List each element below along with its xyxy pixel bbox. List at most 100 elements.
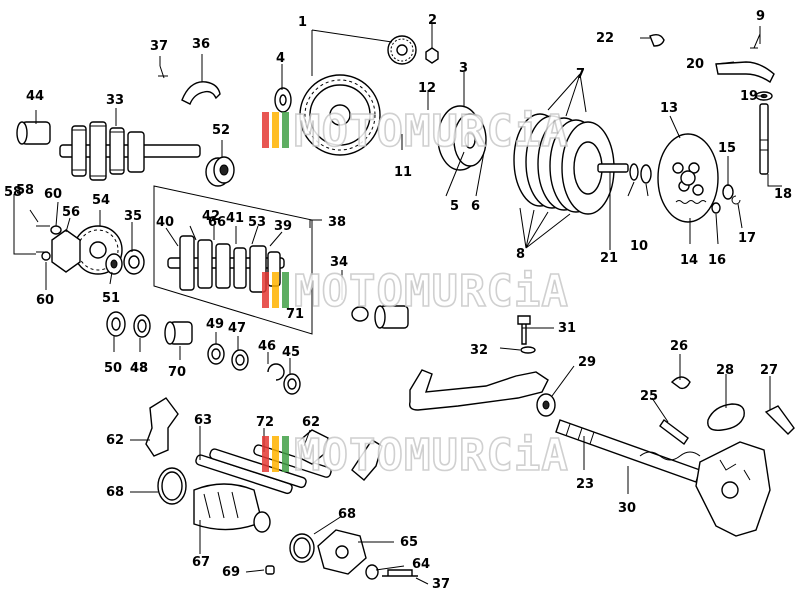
part-number-labels: 1 2 3 4 5 6 7 8 9 10 11 12 13 14 15 16 1… bbox=[4, 9, 792, 592]
part-label: 41 bbox=[226, 211, 244, 226]
part-needle-bearing bbox=[16, 121, 51, 145]
part-clutch-plates bbox=[513, 113, 615, 215]
part-oring-68b bbox=[289, 533, 315, 563]
part-clip-26 bbox=[670, 376, 691, 390]
part-label: 47 bbox=[228, 321, 246, 336]
part-shift-fork-left bbox=[145, 397, 179, 457]
part-bushing-34 bbox=[374, 305, 409, 329]
part-label: 49 bbox=[206, 317, 224, 332]
watermark-stripe-yellow bbox=[272, 272, 279, 308]
part-label: 50 bbox=[104, 361, 122, 376]
part-bolt-small bbox=[158, 65, 168, 79]
part-label: 62 bbox=[106, 433, 124, 448]
part-pushrod-center bbox=[597, 163, 629, 173]
part-ring-45 bbox=[283, 373, 301, 395]
part-label: 69 bbox=[222, 565, 240, 580]
watermark-middle: MOTOMURCiA bbox=[262, 265, 569, 318]
part-plate-28 bbox=[707, 403, 745, 431]
part-label: 21 bbox=[600, 251, 618, 266]
part-shift-fork-right bbox=[297, 429, 329, 465]
part-shift-drum bbox=[193, 483, 271, 533]
part-label: 51 bbox=[102, 291, 120, 306]
watermark-stripe-yellow bbox=[272, 112, 279, 148]
watermark-stripe-yellow bbox=[272, 436, 279, 472]
part-pressure-plate bbox=[657, 133, 719, 223]
part-label: 58 bbox=[16, 183, 34, 198]
part-label: 28 bbox=[716, 363, 734, 378]
part-label: 45 bbox=[282, 345, 300, 360]
part-label: 39 bbox=[274, 219, 292, 234]
leader-lines bbox=[13, 24, 782, 585]
part-kick-seal bbox=[536, 393, 556, 417]
watermark-stripe-green bbox=[282, 112, 289, 148]
part-label: 54 bbox=[92, 193, 110, 208]
part-label: 36 bbox=[192, 37, 210, 52]
part-label: 18 bbox=[774, 187, 792, 202]
parts-layer bbox=[16, 33, 795, 580]
part-label: 8 bbox=[516, 247, 525, 262]
watermark-stripe-red bbox=[262, 272, 269, 308]
part-assembly-frame bbox=[153, 185, 313, 335]
part-springs bbox=[675, 200, 707, 204]
part-shift-star bbox=[317, 529, 367, 575]
part-countershaft-assembly bbox=[167, 235, 285, 293]
part-circlip-46 bbox=[267, 363, 285, 381]
part-label: 14 bbox=[680, 253, 698, 268]
part-label: 42 bbox=[202, 209, 220, 224]
part-label: 56 bbox=[62, 205, 80, 220]
part-clutch-lever bbox=[715, 61, 775, 84]
watermark-stripe-red bbox=[262, 436, 269, 472]
part-label: 53 bbox=[248, 215, 266, 230]
part-ball-bearing bbox=[205, 156, 235, 187]
part-bolt-27 bbox=[764, 405, 795, 435]
part-label: 2 bbox=[428, 13, 437, 28]
part-bolt-37b bbox=[382, 569, 418, 577]
part-label: 62 bbox=[302, 415, 320, 430]
part-washer-32 bbox=[520, 346, 536, 354]
part-clip-17 bbox=[731, 195, 741, 205]
part-label: 20 bbox=[686, 57, 704, 72]
part-washer-34 bbox=[351, 306, 369, 322]
part-clutch-basket bbox=[437, 105, 487, 171]
part-label: 30 bbox=[618, 501, 636, 516]
part-washer-60a bbox=[50, 225, 62, 235]
part-label: 12 bbox=[418, 81, 436, 96]
watermark-stripe-green bbox=[282, 436, 289, 472]
part-oring-68 bbox=[157, 467, 187, 505]
part-washer-60b bbox=[41, 251, 51, 261]
part-label: 67 bbox=[192, 555, 210, 570]
part-label: 37 bbox=[432, 577, 450, 592]
part-kick-spring bbox=[639, 451, 701, 461]
part-washer-64 bbox=[365, 564, 379, 580]
part-gear-large bbox=[299, 74, 381, 156]
part-label: 25 bbox=[640, 389, 658, 404]
part-label: 65 bbox=[400, 535, 418, 550]
part-label: 29 bbox=[578, 355, 596, 370]
part-label: 44 bbox=[26, 89, 44, 104]
part-kick-ratchet bbox=[695, 441, 771, 537]
part-label: 58 bbox=[4, 185, 22, 200]
part-label: 15 bbox=[718, 141, 736, 156]
part-washer bbox=[274, 87, 292, 113]
part-label: 23 bbox=[576, 477, 594, 492]
part-label: 17 bbox=[738, 231, 756, 246]
part-label: 37 bbox=[150, 39, 168, 54]
part-label: 10 bbox=[630, 239, 648, 254]
part-label: 6 bbox=[471, 199, 480, 214]
part-label: 32 bbox=[470, 343, 488, 358]
part-label: 31 bbox=[558, 321, 576, 336]
part-label: 3 bbox=[459, 61, 468, 76]
part-washer-50 bbox=[106, 311, 126, 337]
part-label: 48 bbox=[130, 361, 148, 376]
part-label: 34 bbox=[330, 255, 348, 270]
part-label: 60 bbox=[36, 293, 54, 308]
part-label: 40 bbox=[156, 215, 174, 230]
part-main-shaft bbox=[59, 121, 201, 181]
part-label: 7 bbox=[576, 67, 585, 82]
part-screw-9 bbox=[750, 33, 761, 49]
part-washer-48 bbox=[133, 314, 151, 338]
watermark-stripe-red bbox=[262, 112, 269, 148]
part-label: 4 bbox=[276, 51, 285, 66]
part-label: 66 bbox=[208, 215, 226, 230]
